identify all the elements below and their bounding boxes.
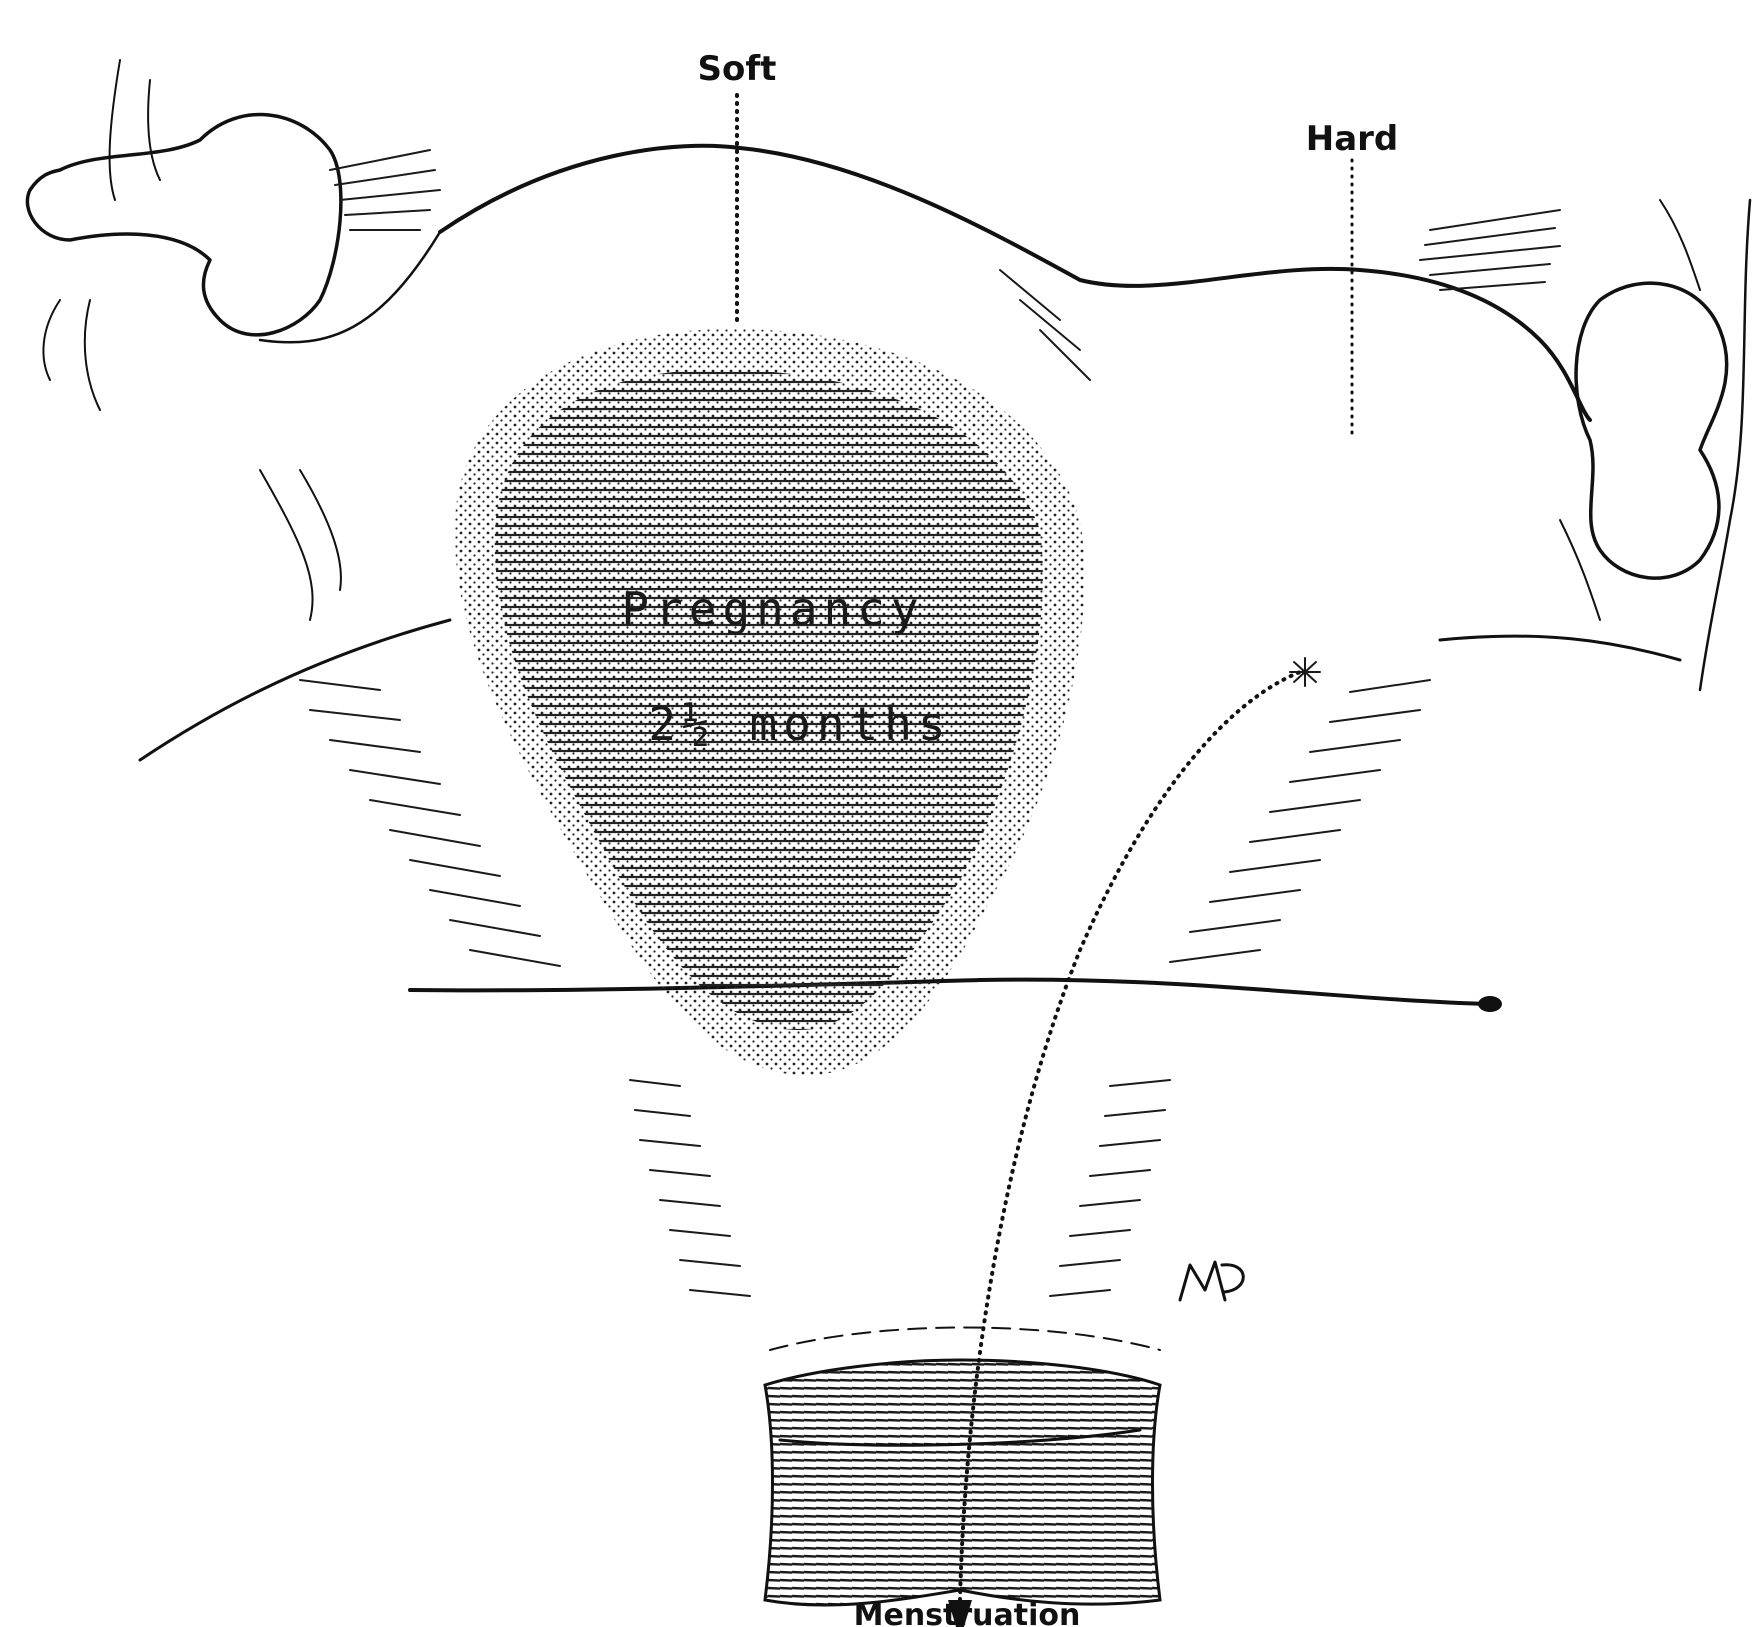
label-pregnancy: Pregnancy bbox=[621, 582, 924, 636]
signature-monogram bbox=[1180, 1262, 1243, 1300]
asterisk-mark bbox=[1290, 658, 1320, 686]
label-menstruation: Menstruation bbox=[854, 1598, 1081, 1627]
left-ovary bbox=[27, 60, 440, 620]
label-hard: Hard bbox=[1306, 119, 1399, 159]
cervix bbox=[765, 1328, 1160, 1606]
label-duration: 2½ months bbox=[648, 697, 951, 751]
label-soft: Soft bbox=[698, 49, 777, 89]
right-ovary bbox=[1560, 200, 1750, 690]
